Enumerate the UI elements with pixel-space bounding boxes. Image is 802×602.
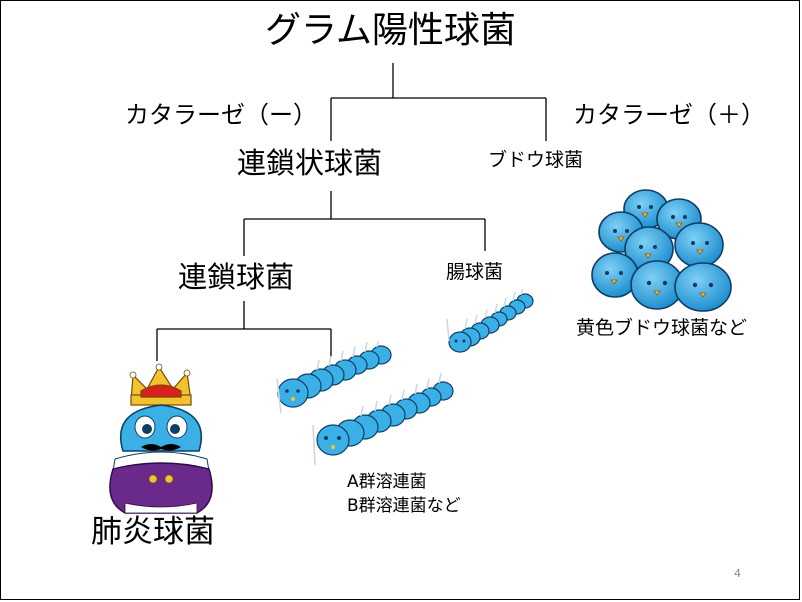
branch-catalase-positive: カタラーゼ（＋） xyxy=(573,101,765,129)
node-staph-aureus: 黄色ブドウ球菌など xyxy=(576,317,748,339)
node-group-a-strep: A群溶連菌 xyxy=(347,472,427,492)
staphylococcus-cluster-illustration xyxy=(591,189,732,312)
page-number: 4 xyxy=(734,567,741,580)
diagram-title: グラム陽性球菌 xyxy=(265,10,516,51)
node-group-b-strep: B群溶連菌など xyxy=(347,496,461,516)
node-enterococcus: 腸球菌 xyxy=(446,261,504,283)
node-streptococcus-like: 連鎖状球菌 xyxy=(237,146,383,180)
node-streptococcus: 連鎖球菌 xyxy=(178,260,295,294)
pneumococcus-king-illustration xyxy=(109,363,213,514)
node-pneumococcus: 肺炎球菌 xyxy=(91,514,215,550)
branch-catalase-negative: カタラーゼ（ー） xyxy=(125,101,317,129)
enterococcus-chain-illustration xyxy=(446,289,534,353)
streptococcus-chain-illustration xyxy=(276,341,454,466)
node-staphylococcus: ブドウ球菌 xyxy=(488,149,584,171)
